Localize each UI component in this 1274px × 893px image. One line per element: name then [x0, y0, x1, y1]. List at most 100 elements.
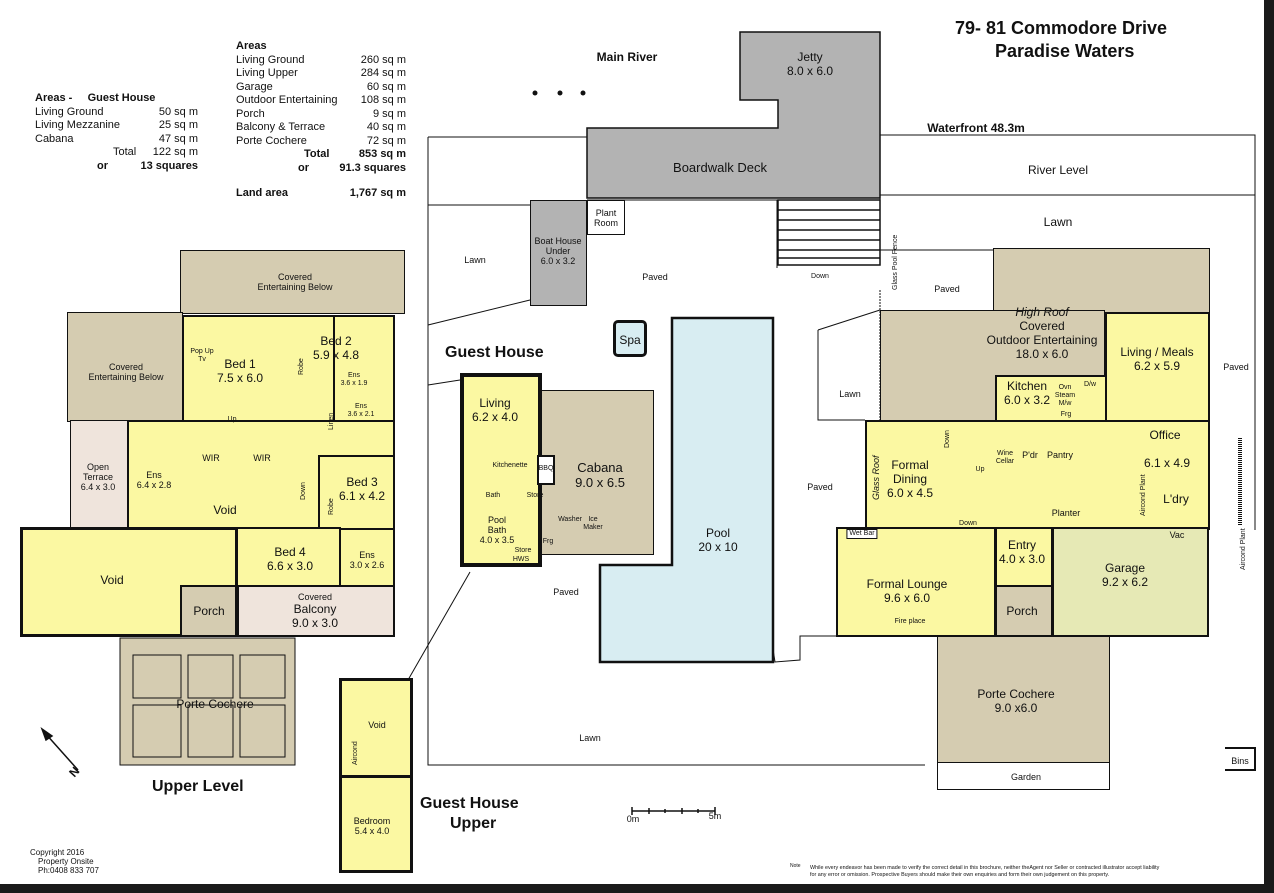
- boat-house: [530, 200, 587, 306]
- total-label: Total: [113, 146, 137, 158]
- area-label: Living Mezzanine: [35, 119, 120, 131]
- paved-label: Paved: [807, 482, 833, 492]
- label: Terrace: [82, 472, 113, 482]
- area-value: 284 sq m: [360, 67, 406, 79]
- paved-label: Paved: [1223, 362, 1249, 372]
- bed2-dim: 5.9 x 4.8: [312, 348, 360, 362]
- label: 6.0 x 3.2: [1003, 393, 1051, 407]
- total-value: 853 sq m: [358, 148, 406, 160]
- robe-label: Robe: [298, 358, 305, 375]
- areas-guest-heading: Areas - Guest House: [35, 92, 156, 104]
- label: Entry: [1007, 538, 1036, 552]
- land-area-value: 1,767 sq m: [349, 187, 406, 199]
- label: 4.0 x 3.0: [998, 552, 1046, 566]
- copyright-line: Property Onsite: [38, 857, 94, 866]
- disclaimer: While every endeavor has been made to ve…: [810, 865, 1159, 879]
- area-label: Living Upper: [236, 67, 298, 79]
- area-label: Porte Cochere: [236, 134, 307, 147]
- paved-label: Paved: [642, 272, 668, 282]
- pool-bath-label: Pool: [487, 515, 506, 525]
- pool-bath-dim: 4.0 x 3.5: [479, 535, 515, 545]
- store-label: Store: [526, 492, 544, 499]
- pool-bath-label2: Bath: [487, 525, 507, 535]
- fridge-label: Frg: [542, 538, 554, 545]
- lawn-label: Lawn: [464, 255, 486, 265]
- paved-label: Paved: [553, 587, 579, 597]
- bed1: [182, 315, 335, 422]
- up-label: Up: [975, 466, 985, 473]
- fridge-label: Frg: [1060, 411, 1072, 418]
- office-label: Office: [1149, 428, 1181, 442]
- cabana-label: Cabana: [577, 460, 623, 475]
- guest-living-block: [460, 373, 542, 567]
- bed4-label: Bed 4: [274, 545, 306, 559]
- wet-bar-label: Wet Bar: [846, 529, 878, 539]
- label: Covered: [297, 592, 333, 602]
- copyright-line: Copyright 2016: [30, 848, 85, 857]
- label: Pop Up: [190, 348, 214, 355]
- formal-lounge: [836, 527, 996, 637]
- bath-label: Bath: [485, 492, 501, 499]
- label: High Roof: [1015, 305, 1069, 319]
- steps-down-label: Down: [811, 273, 829, 280]
- boat-house-label: Boat House: [534, 236, 582, 246]
- label: Entertaining Below: [88, 372, 164, 382]
- label: Living / Meals: [1120, 345, 1194, 359]
- upper-level-title: Upper Level: [152, 778, 244, 795]
- bed3-dim: 6.1 x 4.2: [338, 489, 386, 503]
- area-value: 72 sq m: [366, 134, 406, 147]
- label: Ovn: [1058, 384, 1072, 391]
- paved-label: Paved: [934, 284, 960, 294]
- area-label: Living Ground: [236, 53, 305, 66]
- cabana-dim: 9.0 x 6.5: [575, 475, 625, 490]
- powder-room-label: P'dr: [1022, 450, 1038, 460]
- down-label: Down: [944, 430, 951, 448]
- area-label: Balcony & Terrace: [236, 121, 326, 133]
- guest-void-label: Void: [368, 720, 386, 730]
- washer-label: Washer: [558, 516, 582, 523]
- guest-upper-title2: Upper: [450, 815, 497, 832]
- dw-label: D/w: [1083, 381, 1097, 388]
- title-line2: Paradise Waters: [995, 41, 1135, 61]
- bbq-label: BBQ: [538, 465, 554, 472]
- glass-roof-label: Glass Roof: [871, 455, 881, 500]
- plant-room: [587, 200, 625, 235]
- cabana: [538, 390, 654, 555]
- living-meals: [1105, 312, 1210, 422]
- label: Dining: [892, 472, 928, 486]
- note-label: Note: [790, 863, 801, 869]
- office-dim: 6.1 x 4.9: [1143, 456, 1191, 470]
- porch-label: Porch: [1006, 604, 1038, 618]
- area-label: Outdoor Entertaining: [236, 94, 338, 106]
- area-value: 25 sq m: [158, 119, 198, 131]
- label: 3.0 x 2.6: [349, 560, 385, 570]
- lawn-label: Lawn: [839, 389, 861, 399]
- jetty-dim: 8.0 x 6.0: [786, 64, 834, 78]
- guest-living-label: Living: [479, 396, 511, 410]
- porte-cochere: [937, 636, 1110, 763]
- outdoor-ent-upper: [993, 248, 1210, 313]
- river-level-label: River Level: [1027, 163, 1089, 177]
- pool-dim: 20 x 10: [698, 540, 738, 554]
- disclaimer-line: While every endeavor has been made to ve…: [810, 865, 1160, 871]
- vac-label: Vac: [1169, 530, 1185, 540]
- area-label: Porch: [236, 107, 265, 120]
- laundry-label: L'dry: [1163, 492, 1189, 506]
- bed1-dim: 7.5 x 6.0: [216, 371, 264, 385]
- title-line1: 79- 81 Commodore Drive: [955, 18, 1168, 38]
- robe-label: Robe: [328, 498, 335, 515]
- areas-heading: Areas: [236, 40, 267, 52]
- guest-house-title: Guest House: [445, 344, 544, 361]
- maker-label: Maker: [583, 524, 603, 531]
- or-label: or: [97, 159, 108, 172]
- void-label: Void: [100, 573, 124, 587]
- plant-room-label: Plant: [595, 208, 617, 218]
- void-label: Void: [213, 503, 237, 517]
- kitchen: [995, 375, 1107, 423]
- label: 6.4 x 3.0: [80, 482, 116, 492]
- spa: [613, 320, 647, 357]
- garage: [1052, 527, 1209, 637]
